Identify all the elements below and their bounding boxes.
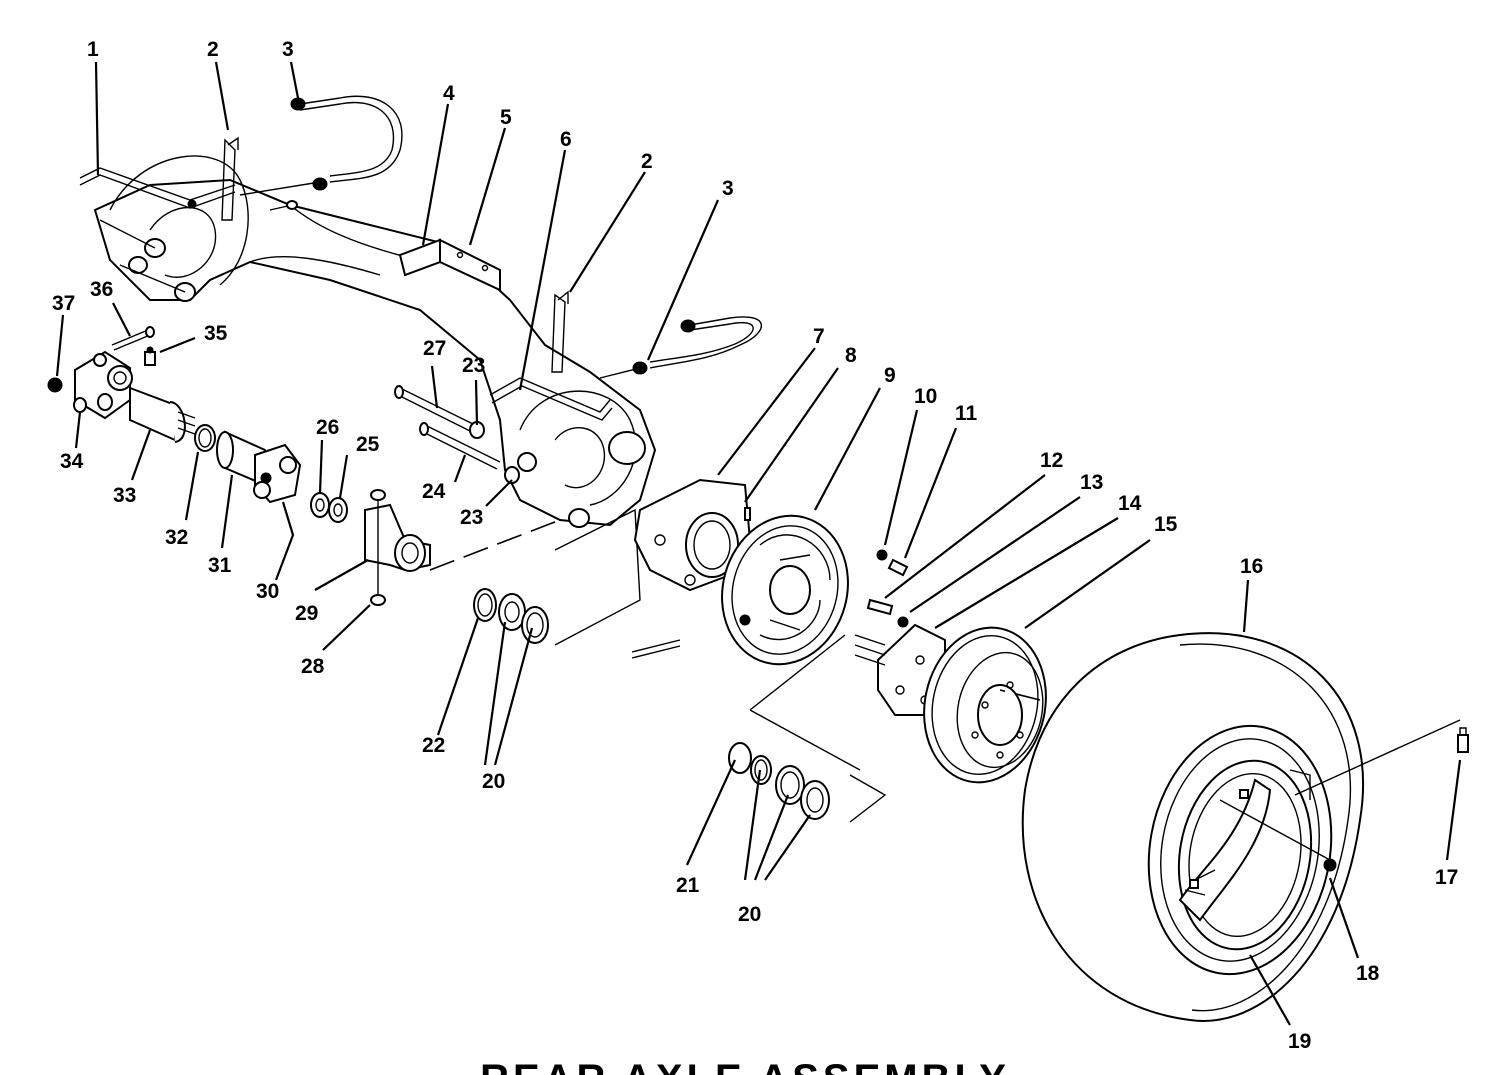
callout-7: 7 <box>813 325 825 348</box>
callout-36: 36 <box>90 278 113 301</box>
callout-14: 14 <box>1118 492 1142 515</box>
lug-nut <box>1323 858 1337 872</box>
assembly-bracket-inner <box>554 508 641 646</box>
callout-25: 25 <box>356 433 380 456</box>
callout-24: 24 <box>422 480 446 503</box>
brake-backing-plate <box>721 514 849 666</box>
mounting-bracket <box>398 238 501 292</box>
callout-16: 16 <box>1240 555 1263 578</box>
callout-35: 35 <box>204 322 228 345</box>
callout-37: 37 <box>52 292 75 315</box>
bearing-set-inner <box>473 588 549 644</box>
axle-bolts <box>394 385 520 484</box>
callout-33: 33 <box>113 484 136 507</box>
callout-13: 13 <box>1080 471 1103 494</box>
callout-9: 9 <box>884 364 896 387</box>
valve-stem <box>1457 727 1469 753</box>
callout-15: 15 <box>1154 513 1178 536</box>
callout-12: 12 <box>1040 449 1063 472</box>
callout-18: 18 <box>1356 962 1380 985</box>
callout-5: 5 <box>500 106 512 129</box>
callout-4: 4 <box>443 82 455 105</box>
footer-title: REAR AXLE ASSEMBLY <box>480 1057 1010 1075</box>
drive-shaft-assembly <box>47 326 302 504</box>
assembly-line-hub <box>999 689 1041 701</box>
leader-lines <box>55 61 1462 1026</box>
brake-cable-right <box>599 316 762 379</box>
callout-11: 11 <box>955 402 978 425</box>
brake-pin <box>744 507 751 521</box>
callout-3a: 3 <box>282 38 294 61</box>
axle-housing <box>93 155 657 528</box>
callout-6: 6 <box>560 128 572 151</box>
callout-28: 28 <box>301 655 325 678</box>
callout-26: 26 <box>316 416 339 439</box>
callout-8: 8 <box>845 344 857 367</box>
callout-27: 27 <box>423 337 446 360</box>
callout-23b: 23 <box>460 506 483 529</box>
valve-stem-line <box>1294 719 1461 796</box>
callout-20a: 20 <box>482 770 505 793</box>
callout-3b: 3 <box>722 177 734 200</box>
callout-19: 19 <box>1288 1030 1311 1053</box>
callout-labels: 1 2 3 4 5 6 2 3 7 8 9 10 11 12 13 14 15 … <box>52 38 1458 1053</box>
brake-cable-bracket-right <box>489 290 613 421</box>
hub-hardware <box>866 549 909 628</box>
washers <box>310 492 348 523</box>
callout-23a: 23 <box>462 354 485 377</box>
bearing-set-outer <box>728 742 830 820</box>
assembly-bracket-outer <box>749 634 861 771</box>
callout-22: 22 <box>422 734 445 757</box>
callout-20b: 20 <box>738 903 761 926</box>
brake-cable-left <box>239 95 403 196</box>
pinion-yoke <box>364 489 431 606</box>
lug-line <box>1219 799 1331 861</box>
callout-2a: 2 <box>207 38 219 61</box>
callout-1: 1 <box>87 38 99 61</box>
brake-cable-bracket-left <box>79 136 239 221</box>
brake-drum <box>923 626 1047 784</box>
callout-31: 31 <box>208 554 232 577</box>
assembly-line-pinion <box>429 519 561 571</box>
callout-30: 30 <box>256 580 279 603</box>
callout-10: 10 <box>914 385 937 408</box>
callout-34: 34 <box>60 450 84 473</box>
brake-stud <box>631 639 681 659</box>
assembly-bracket-bearings <box>849 774 887 823</box>
callout-29: 29 <box>295 602 318 625</box>
callout-32: 32 <box>165 526 188 549</box>
brake-adapter <box>633 478 752 592</box>
callout-2b: 2 <box>641 150 653 173</box>
callout-21: 21 <box>676 874 700 897</box>
callout-17: 17 <box>1435 866 1458 889</box>
